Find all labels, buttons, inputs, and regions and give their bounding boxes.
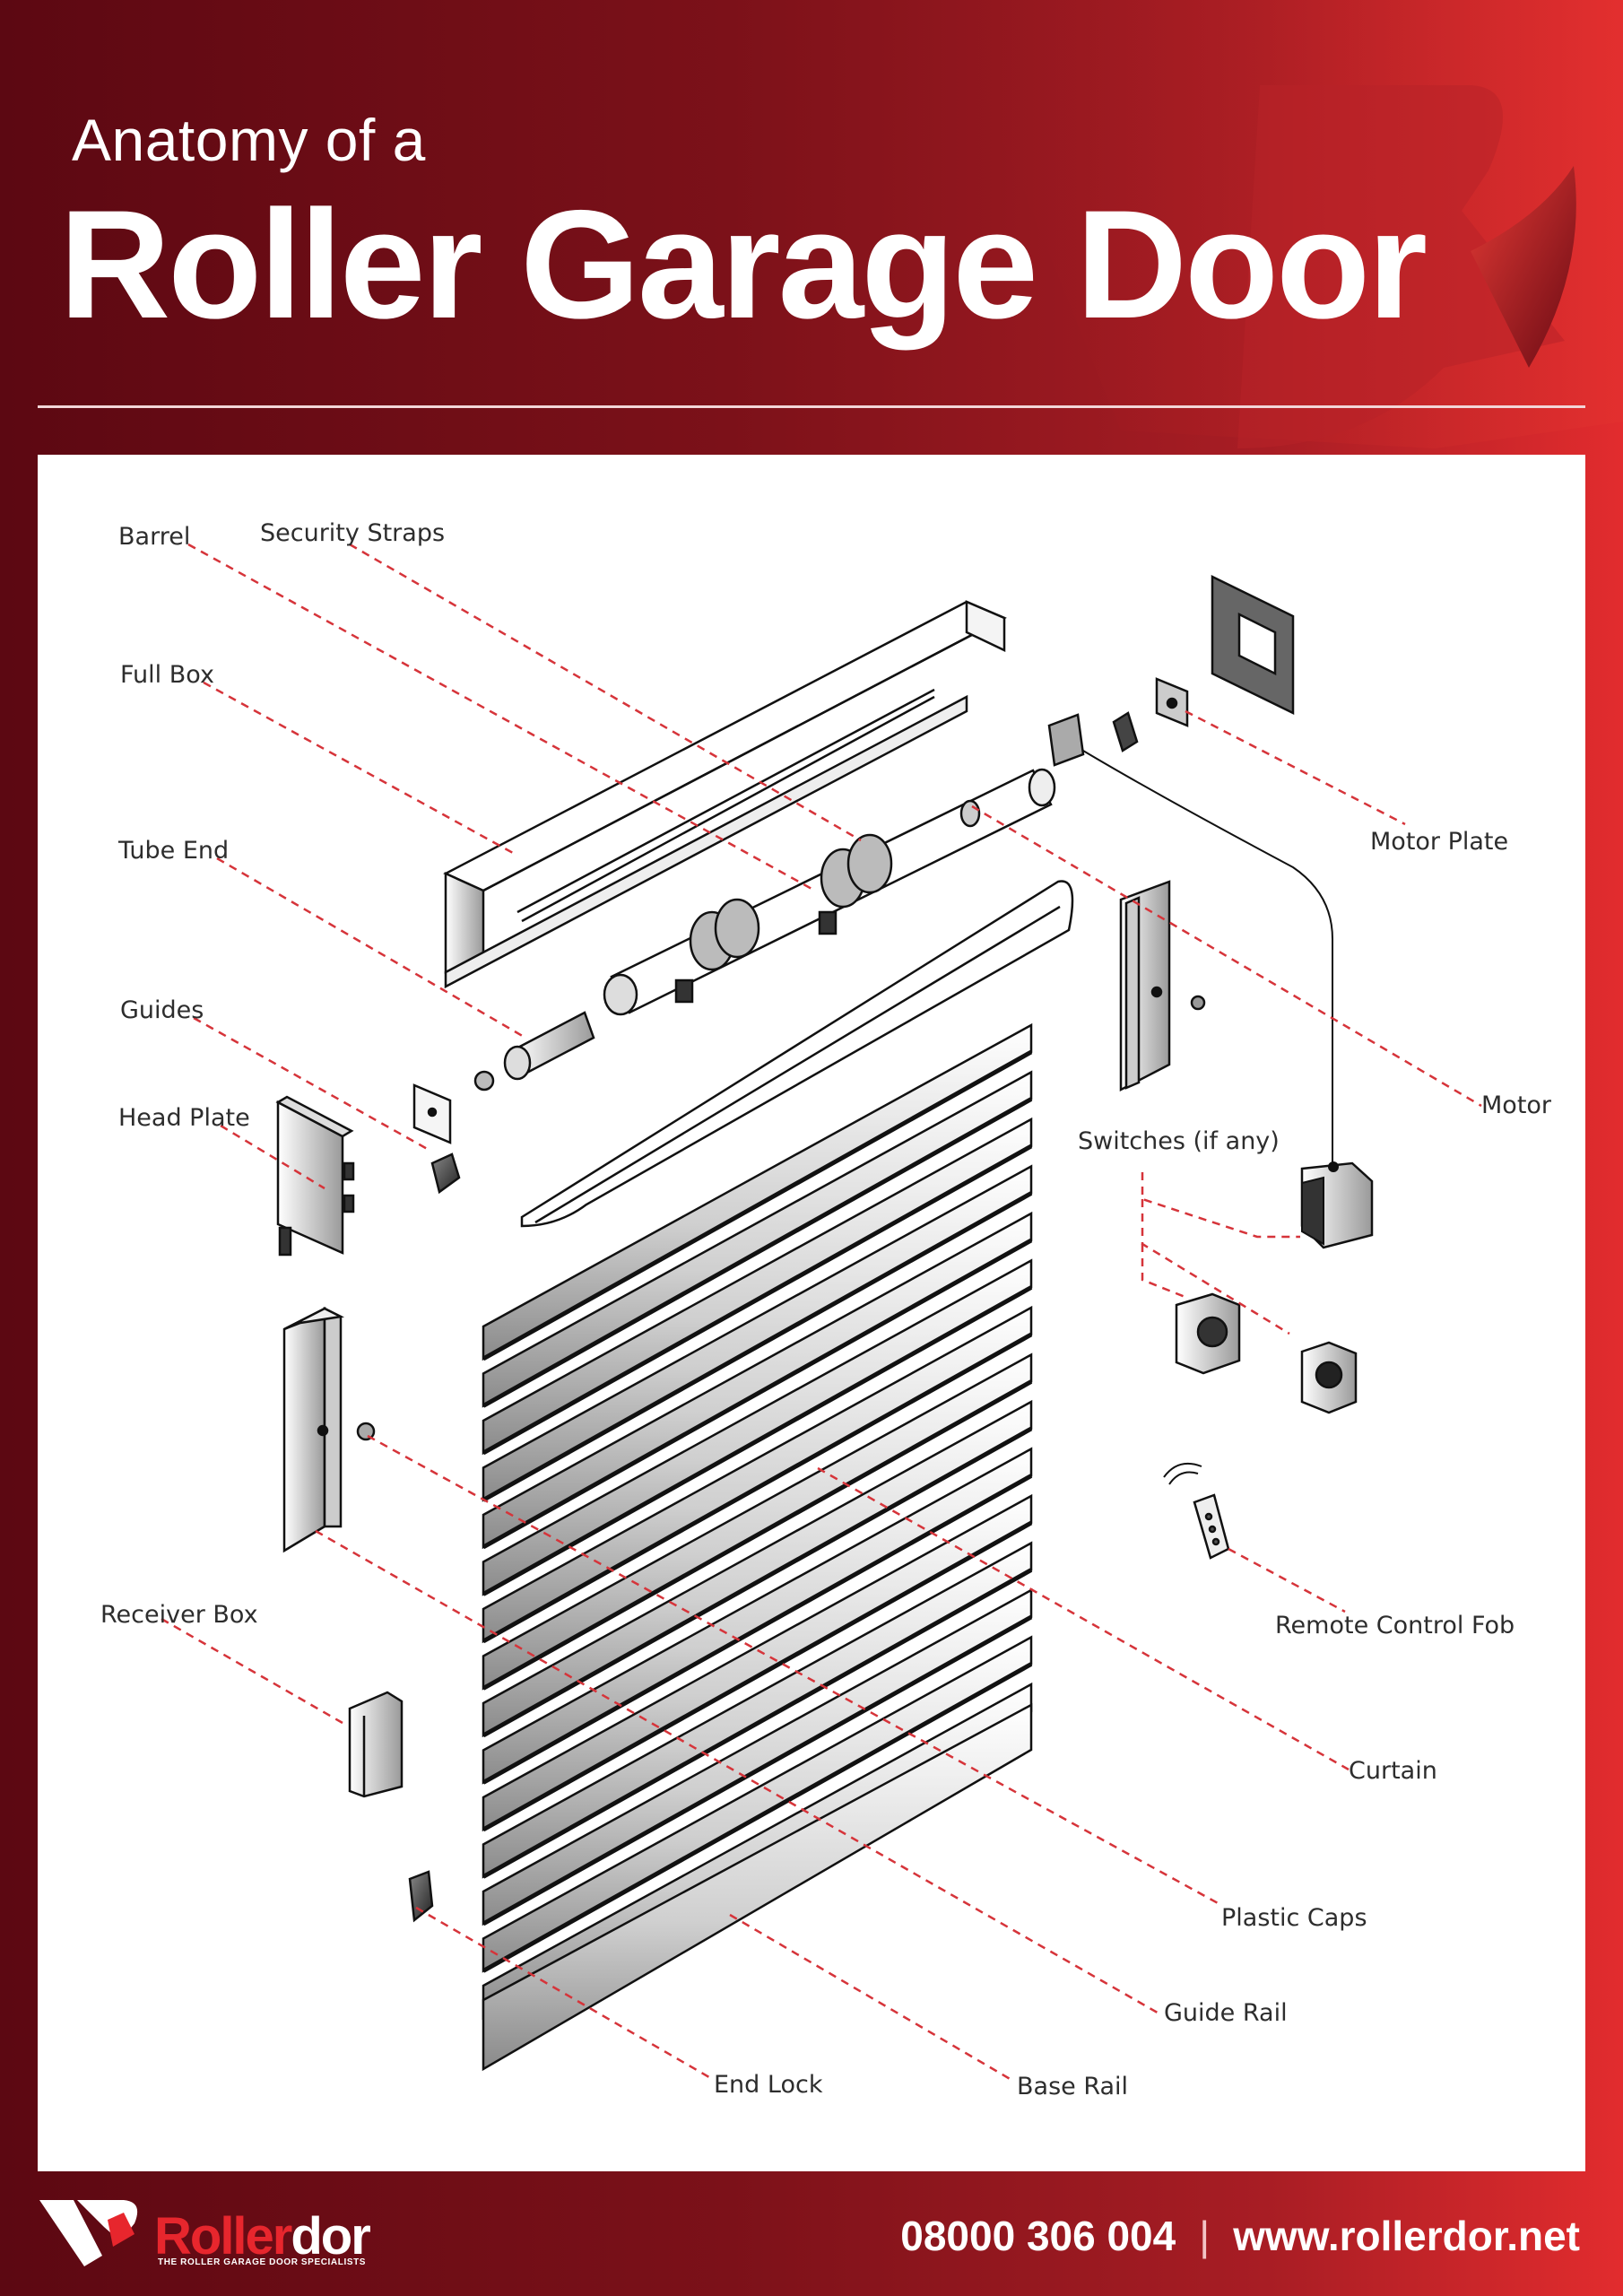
- label-tube-end: Tube End: [118, 837, 230, 865]
- head-plate-part: [275, 1095, 355, 1257]
- end-lock-part: [408, 1870, 434, 1923]
- brand-dor: dor: [291, 2207, 370, 2266]
- curtain-slat-edge: [482, 1614, 1033, 1926]
- curtain-slat-edge: [482, 1238, 1033, 1550]
- guide-rail-part: [282, 1306, 376, 1553]
- leader-lines: [161, 543, 1482, 2082]
- label-motor-plate: Motor Plate: [1370, 828, 1509, 856]
- label-plastic-caps: Plastic Caps: [1221, 1904, 1367, 1932]
- curtain-slat-edge: [482, 1285, 1033, 1596]
- label-base-rail: Base Rail: [1017, 2073, 1129, 2100]
- curtain-slat-edge: [482, 1332, 1033, 1644]
- brand-roller: Roller: [154, 2207, 292, 2266]
- label-receiver-box: Receiver Box: [100, 1601, 258, 1629]
- header-logo-watermark: [946, 0, 1623, 448]
- switches-part: [1175, 1292, 1358, 1414]
- label-remote-control-fob: Remote Control Fob: [1275, 1612, 1515, 1639]
- exploded-door-diagram: [161, 543, 1482, 2082]
- brand-name: Rollerdor: [154, 2206, 371, 2266]
- label-head-plate: Head Plate: [118, 1104, 250, 1132]
- rollerdor-logo-icon: [39, 2200, 138, 2266]
- label-guides: Guides: [120, 996, 204, 1024]
- label-motor: Motor: [1481, 1091, 1552, 1119]
- tube-end-part: [473, 1011, 595, 1091]
- label-security-straps: Security Straps: [260, 519, 446, 547]
- curtain-slat-edge: [482, 1520, 1033, 1832]
- contact-separator: |: [1199, 2213, 1211, 2259]
- remote-fob-part: [1163, 1463, 1230, 1560]
- website-link[interactable]: www.rollerdor.net: [1233, 2213, 1580, 2259]
- label-end-lock: End Lock: [714, 2071, 823, 2099]
- motor-part: [1082, 750, 1374, 1249]
- motor-plate-part: [1047, 574, 1295, 767]
- curtain-slat-edge: [482, 1379, 1033, 1691]
- curtain-slat-edge: [482, 1097, 1033, 1408]
- label-guide-rail: Guide Rail: [1164, 1999, 1288, 2027]
- curtain-slat-edge: [482, 1426, 1033, 1738]
- guides-part: [412, 1083, 461, 1195]
- label-full-box: Full Box: [120, 661, 214, 689]
- barrel-part: [603, 768, 1056, 1016]
- curtain-slat-edge: [482, 1191, 1033, 1502]
- hood-cover-part: [520, 880, 1074, 1228]
- curtain-slat-edge: [482, 1662, 1033, 1973]
- label-curtain: Curtain: [1349, 1757, 1437, 1785]
- contact-info: 08000 306 004 | www.rollerdor.net: [900, 2212, 1580, 2260]
- page-title: Roller Garage Door: [59, 178, 1428, 351]
- header-divider: [38, 405, 1585, 408]
- diagram-panel: Barrel Security Straps Full Box Tube End…: [38, 455, 1585, 2171]
- right-guide-rail-part: [1119, 880, 1206, 1092]
- curtain-part: [482, 1022, 1033, 2072]
- curtain-slat-edge: [482, 1049, 1033, 1361]
- phone-number[interactable]: 08000 306 004: [900, 2213, 1176, 2259]
- curtain-slat-edge: [482, 1568, 1033, 1879]
- receiver-box-part: [348, 1691, 404, 1798]
- label-switches: Switches (if any): [1078, 1127, 1280, 1155]
- full-box-part: [443, 600, 1007, 989]
- curtain-slat-edge: [482, 1144, 1033, 1456]
- label-barrel: Barrel: [118, 523, 191, 551]
- brand-tagline: THE ROLLER GARAGE DOOR SPECIALISTS: [158, 2257, 367, 2267]
- curtain-slats: [482, 1022, 1033, 2021]
- curtain-slat-edge: [482, 1474, 1033, 1785]
- header-subtitle: Anatomy of a: [72, 107, 426, 173]
